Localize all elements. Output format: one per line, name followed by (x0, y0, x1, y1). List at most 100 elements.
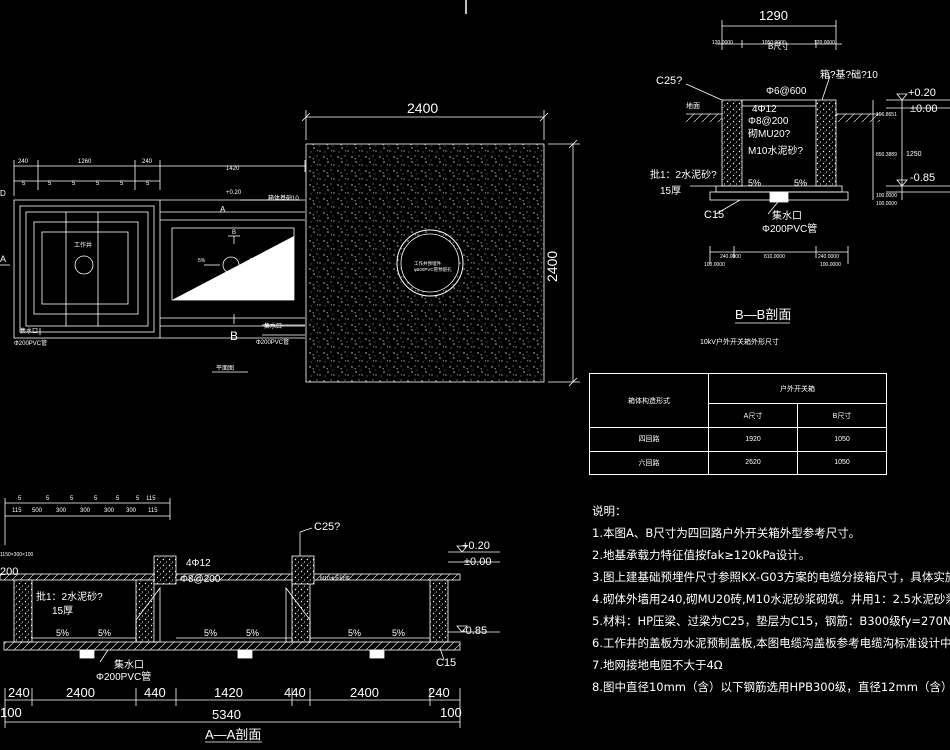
note-line: 4.砌体外墙用240,砌MU20砖,M10水泥砂浆砌筑。井用1：2.5水泥砂浆抹… (592, 592, 950, 606)
table-head-right: 户外开关箱 (708, 373, 887, 404)
plan-plus020: +0.20 (226, 190, 242, 196)
bb-5b: 5% (794, 178, 807, 188)
bb-m10: M10水泥砂? (748, 144, 803, 157)
aa-4phi12: 4Φ12 (186, 558, 211, 569)
aa-5-1: 5% (98, 628, 111, 638)
note-line: 6.工作井的盖板为水泥预制盖板,本图电缆沟盖板参考电缆沟标准设计中六线沟盖板 (592, 636, 950, 650)
plan-top-3: 1420 (226, 166, 240, 172)
table-cell-a: 2620 (708, 450, 798, 475)
aa-bot-1: 2400 (66, 685, 95, 700)
table-sub-b: B尺寸 (797, 403, 887, 428)
concrete-pad (301, 110, 580, 387)
bb-sub-mid: 1050.0000 (762, 40, 786, 46)
note-line: 3.图上建基础预埋件尺寸参照KX-G03方案的电缆分接箱尺寸，具体实施时应按厂家 (592, 570, 950, 584)
bb-ground: 地面 (686, 101, 700, 110)
aa-sump: 集水口 (114, 658, 144, 671)
plan-row-1: 5 (48, 181, 52, 187)
aa-top-5: 5 (136, 496, 140, 502)
aa-sec-3: 300 (80, 508, 91, 514)
aa-sec-2: 300 (56, 508, 67, 514)
dim-top-2400: 2400 (407, 100, 438, 116)
plan-well: 工作井 (74, 241, 92, 249)
table-cell-name: 六回路 (589, 450, 709, 475)
aa-5-5: 5% (392, 628, 405, 638)
table-title: 10kV户外开关箱外形尺寸 (700, 339, 779, 346)
bb-hat: 箱?基?础?10 (820, 68, 878, 81)
aa-plaster: 批1：2水泥砂? (36, 590, 103, 603)
aa-bot-2: 440 (144, 685, 166, 700)
pad-text-1: 工作井预埋件 (414, 260, 441, 267)
plan-b-label: B (230, 329, 238, 343)
notes: 说明： 1.本图A、B尺寸为四回路户外开关箱外型参考尺寸。 2.地基承载力特征值… (592, 500, 950, 698)
plan-row-4: 5 (120, 181, 124, 187)
bb-bot-left: 240.0000 (720, 254, 741, 260)
bb-right-100a: 100.0000 (876, 193, 897, 199)
bb-section (685, 20, 950, 324)
table-sub-a: A尺寸 (708, 403, 798, 428)
plan-5a: 5% (198, 258, 206, 264)
aa-pm000: ±0.00 (464, 556, 491, 568)
plan-row-5: 5 (146, 181, 150, 187)
aa-5-2: 5% (204, 628, 217, 638)
bb-plus020: +0.20 (908, 87, 936, 99)
plan-pvc: Φ200PVC管 (14, 339, 47, 347)
bb-foot-right: 100.0000 (820, 262, 841, 268)
aa-sec-4: 300 (104, 508, 115, 514)
bb-bot-mid: 810.0000 (764, 254, 785, 260)
dim-side-2400: 2400 (544, 251, 560, 282)
notes-heading: 说明： (592, 504, 627, 518)
bb-bot-right: 240.0000 (818, 254, 839, 260)
plan-a-left: A (0, 254, 6, 264)
note-line: 1.本图A、B尺寸为四回路户外开关箱外型参考尺寸。 (592, 526, 861, 540)
aa-title: A—A剖面 (205, 727, 261, 742)
aa-5-0: 5% (56, 628, 69, 638)
bb-pm000: ±0.00 (910, 103, 937, 115)
bb-foot-left: 100.0000 (704, 262, 725, 268)
plan-row-2: 5 (72, 181, 76, 187)
aa-minus085: -0.85 (462, 625, 487, 637)
plan-sump: 集水口 (20, 327, 38, 335)
aa-bot-3: 1420 (214, 685, 243, 700)
aa-top-2: 5 (70, 496, 74, 502)
bb-minus085: -0.85 (910, 172, 935, 184)
aa-5-3: 5% (246, 628, 259, 638)
table-cell-b: 1050 (797, 427, 887, 452)
bb-right-196: 196.8651 (876, 112, 897, 118)
bb-phi8: Φ8@200 (748, 116, 789, 127)
aa-c25: C25? (314, 521, 340, 533)
aa-5-4: 5% (348, 628, 361, 638)
aa-bot-5: 2400 (350, 685, 379, 700)
bb-right-1250: 1250 (906, 151, 922, 158)
bb-4phi12: 4Φ12 (752, 104, 777, 115)
plan-top-2: 240 (142, 159, 153, 165)
plan-view (0, 160, 306, 373)
plan-title: 平面图 (216, 365, 234, 372)
aa-sec-5: 300 (126, 508, 137, 514)
note-line: 5.材料：HP压梁、过梁为C25，垫层为C15，钢筋：B300级fy=270N/… (592, 614, 950, 628)
aa-plus020: +0.20 (462, 540, 490, 552)
aa-15: 15厚 (52, 605, 73, 617)
table-head-left: 箱体构造形式 (589, 373, 709, 428)
bb-sump: 集水口 (772, 209, 802, 222)
aa-bot-6: 240 (428, 685, 450, 700)
plan-top-0: 240 (18, 159, 29, 165)
bb-right-100b: 100.0000 (876, 201, 897, 207)
aa-bot-0: 240 (8, 685, 30, 700)
aa-sec-0: 115 (12, 508, 22, 514)
bb-plaster: 批1：2水泥砂? (650, 168, 717, 181)
aa-bot-4: 440 (284, 685, 306, 700)
bb-sub-right: 120.0000 (814, 40, 835, 46)
bb-sub-left: 120.0000 (712, 40, 733, 46)
bb-width-note: B尺寸 (768, 41, 789, 51)
plan-b: B (232, 230, 236, 236)
aa-top-4: 5 (116, 496, 120, 502)
bb-right-850: 850.3889 (876, 152, 897, 158)
note-line: 7.地网接地电阻不大于4Ω (592, 658, 723, 672)
aa-top-3: 5 (94, 496, 98, 502)
aa-section (0, 498, 500, 743)
aa-end-1: 100 (440, 705, 462, 720)
aa-top-1: 5 (46, 496, 50, 502)
bb-mu20: 砌MU20? (748, 128, 791, 140)
plan-box: 箱体基础10 (268, 194, 299, 202)
